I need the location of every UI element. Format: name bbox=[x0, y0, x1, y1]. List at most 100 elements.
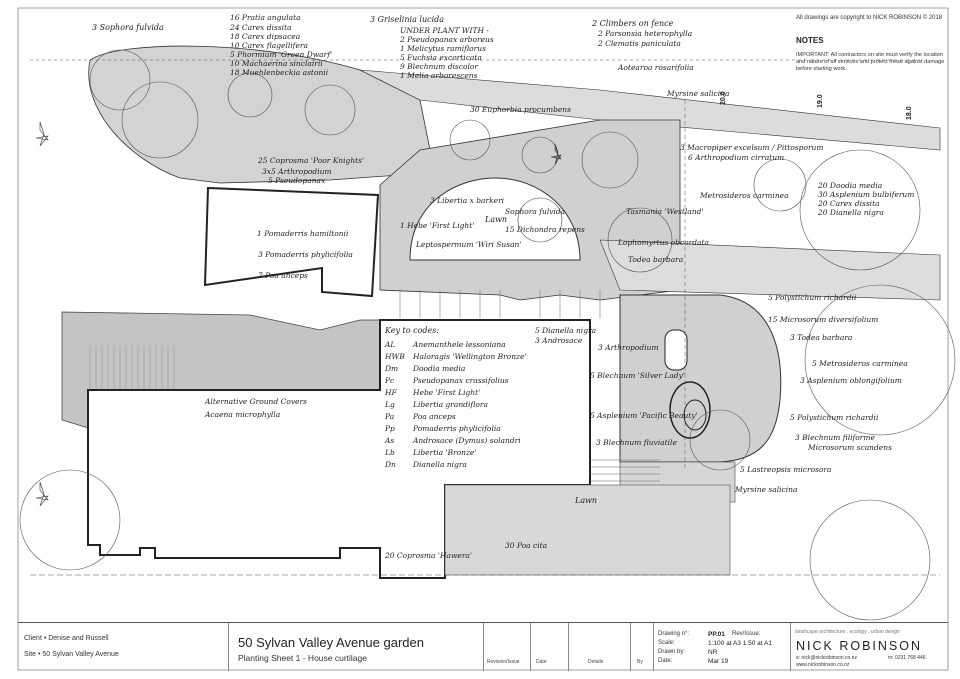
plant-label: 25 Coprosma 'Poor Knights' bbox=[257, 156, 364, 165]
plant-label: 10 Machaerina sinclairii bbox=[230, 59, 323, 68]
plant-label: 2 Clematis paniculata bbox=[597, 39, 681, 48]
garden-band-top bbox=[359, 69, 941, 151]
plant-label: Leptospermum 'Wiri Susan' bbox=[415, 240, 521, 249]
plant-label: 24 Carex dissita bbox=[229, 23, 292, 32]
plant-label: 20 Coprosma 'Hawera' bbox=[384, 551, 472, 560]
plant-label: Tasmania 'Westland' bbox=[626, 207, 703, 216]
legend-name: Haloragis 'Wellington Bronze' bbox=[412, 352, 526, 361]
plant-label: 2 Pseudopanax arboreus bbox=[399, 35, 494, 44]
legend-code: As bbox=[384, 436, 394, 445]
divider bbox=[653, 623, 654, 671]
plant-label: Myrsine salicina bbox=[666, 89, 729, 98]
plant-label: 18 Carex dipsacea bbox=[230, 32, 300, 41]
date-label: Date: bbox=[658, 658, 673, 664]
legend-code: AL bbox=[384, 340, 395, 349]
title-block: Client • Denise and Russell Site • 50 Sy… bbox=[18, 622, 948, 671]
legend-list: AL Anemanthele lessoniana HWB Haloragis … bbox=[384, 340, 526, 469]
legend-name: Dianella nigra bbox=[412, 460, 467, 469]
rev-header: Date bbox=[536, 659, 547, 665]
notes-title: NOTES bbox=[796, 36, 824, 45]
plant-label: Myrsine salicina bbox=[734, 485, 797, 494]
plant-label: 3 Sophora fulvida bbox=[92, 23, 164, 32]
plant-label: 5 Metrosideros carminea bbox=[812, 359, 908, 368]
garden-bed-top-left bbox=[88, 45, 431, 184]
plant-label: 5 Pseudopanax bbox=[268, 176, 326, 185]
plant-label: 16 Pratia angulata bbox=[230, 13, 301, 22]
plant-label: 3 Arthropodium bbox=[598, 343, 659, 352]
divider bbox=[530, 623, 531, 671]
raised-bed bbox=[203, 186, 380, 298]
plant-label: 1 Melicytus ramiflorus bbox=[400, 44, 486, 53]
drawn-value: NR bbox=[708, 649, 718, 656]
contour-label: 20.0 bbox=[720, 91, 727, 105]
plant-label: 10 Carex flagellifera bbox=[230, 41, 308, 50]
legend-name: Androsace (Dymus) solandri bbox=[412, 436, 521, 445]
notes-text: IMPORTANT: All contractors on site must … bbox=[796, 52, 945, 72]
plant-label: 3 Blechnum filiforme bbox=[795, 433, 875, 442]
rev-header: By bbox=[637, 659, 643, 665]
plant-label: Sophora fulvida bbox=[505, 207, 565, 216]
pond bbox=[664, 329, 688, 371]
legend-name: Libertia 'Bronze' bbox=[412, 448, 476, 457]
plant-label: 2 Climbers on fence bbox=[591, 19, 674, 28]
plant-label: 18 Muehlenbeckia astonii bbox=[230, 68, 329, 77]
sheet-title: Planting Sheet 1 - House curtilage bbox=[238, 653, 367, 663]
date-value: Mar 19 bbox=[708, 658, 729, 665]
plant-label: 7 Poa anceps bbox=[258, 271, 308, 280]
plant-label: UNDER PLANT WITH - bbox=[400, 26, 489, 35]
steps bbox=[399, 290, 660, 482]
plant-label: 20 Carex dissita bbox=[817, 199, 880, 208]
legend-name: Poa anceps bbox=[412, 412, 456, 421]
plant-label: 3x5 Arthropodium bbox=[262, 167, 332, 176]
firm-name: NICK ROBINSON bbox=[796, 639, 923, 653]
plant-label: 9 Blechnum discolor bbox=[400, 62, 478, 71]
plant-label: 30 Euphorbia procumbens bbox=[470, 105, 571, 114]
legend-code: Dn bbox=[384, 460, 396, 469]
plant-label: 5 Fuchsia excorticata bbox=[400, 53, 482, 62]
contour-label: 18.0 bbox=[906, 106, 913, 120]
legend-code: Pp bbox=[384, 424, 395, 433]
firm-mobile: m: 0231 768 446 bbox=[888, 655, 926, 661]
plant-label: Alternative Ground Covers bbox=[204, 397, 307, 406]
plant-label: Lophomyrtus obcordata bbox=[617, 238, 709, 247]
plant-label: 2 Parsonsia heterophylla bbox=[597, 29, 692, 38]
plant-label: 5 Polystichum richardii bbox=[768, 293, 857, 302]
plant-label: 5 Dianella nigra bbox=[535, 326, 596, 335]
plant-label: 5 Asplenium 'Pacific Beauty' bbox=[590, 411, 698, 420]
legend-code: Pc bbox=[384, 376, 395, 385]
plant-label: 3 Griselinia lucida bbox=[370, 15, 444, 24]
plant-label: 3 Pomaderris phylicifolia bbox=[258, 250, 353, 259]
legend-code: HF bbox=[384, 388, 398, 397]
legend-title: Key to codes: bbox=[384, 326, 439, 335]
plant-label: 1 Pomaderris hamiltonii bbox=[257, 229, 349, 238]
lawn-arch bbox=[409, 177, 581, 261]
house-outline bbox=[87, 319, 591, 579]
plant-label: Aotearoa rosarifolia bbox=[617, 63, 694, 72]
plant-label: 6 Arthropodium cirratum bbox=[688, 153, 784, 162]
legend-name: Anemanthele lessoniana bbox=[412, 340, 506, 349]
garden-bed-right bbox=[619, 294, 782, 463]
legend-code: Pa bbox=[384, 412, 394, 421]
scale-value: 1:100 at A3 1:50 at A1 bbox=[708, 640, 772, 647]
plant-label: 1 Hebe 'First Light' bbox=[400, 221, 474, 230]
divider bbox=[228, 623, 229, 671]
project-title: 50 Sylvan Valley Avenue garden bbox=[238, 635, 424, 650]
drawing-no: PP.01 bbox=[708, 631, 725, 638]
site-address: Site • 50 Sylvan Valley Avenue bbox=[24, 651, 119, 658]
legend-name: Pseudopanax crassifolius bbox=[412, 376, 509, 385]
legend-name: Libertia grandiflora bbox=[412, 400, 488, 409]
firm-tagline: landscape architecture . ecology . urban… bbox=[795, 629, 900, 635]
drawn-label: Drawn by: bbox=[658, 649, 686, 655]
plant-label: Metrosideros carminea bbox=[699, 191, 789, 200]
plant-label: Acaena microphylla bbox=[204, 410, 280, 419]
plant-label: 3 Macropiper excelsum / Pittosporum bbox=[680, 143, 824, 152]
lawn-label: Lawn bbox=[574, 496, 597, 505]
legend-name: Hebe 'First Light' bbox=[412, 388, 480, 397]
shrub-symbols bbox=[35, 121, 562, 507]
plant-label: Todea barbara bbox=[628, 255, 683, 264]
legend-name: Doodia media bbox=[412, 364, 465, 373]
plant-label: 5 Lastreopsis microsora bbox=[740, 465, 832, 474]
divider bbox=[630, 623, 631, 671]
